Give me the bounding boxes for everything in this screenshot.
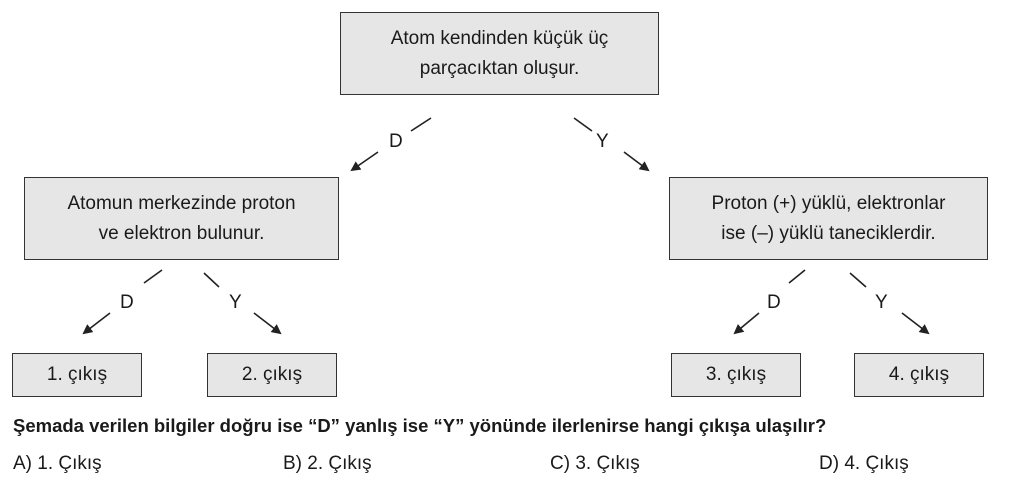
edge-right-exit4-arrow xyxy=(901,312,930,335)
edge-label-y-left-exit2: Y xyxy=(229,292,242,313)
edge-right-exit3-tail xyxy=(788,269,806,284)
question-text: Şemada verilen bilgiler doğru ise “D” ya… xyxy=(13,415,827,436)
exit-2-box: 2. çıkış xyxy=(207,353,337,397)
edge-root-left-tail xyxy=(410,117,432,132)
edge-left-exit1-arrow xyxy=(82,312,111,335)
edge-right-exit3-arrow xyxy=(733,312,760,335)
edge-label-y-right-exit4: Y xyxy=(875,292,888,313)
edge-right-exit4-tail xyxy=(849,272,867,288)
left-node-line2: ve elektron bulunur. xyxy=(98,222,265,244)
left-node: Atomun merkezinde proton ve elektron bulu… xyxy=(24,177,339,260)
option-c: C) 3. Çıkış xyxy=(550,453,640,474)
root-node: Atom kendinden küçük üç parçacıktan oluşu… xyxy=(340,12,659,95)
edge-root-left-arrow xyxy=(350,151,379,172)
option-b: B) 2. Çıkış xyxy=(283,453,372,474)
edge-left-exit2-tail xyxy=(203,272,220,288)
exit-2-label: 2. çıkış xyxy=(241,364,303,385)
edge-left-exit2-arrow xyxy=(253,312,282,335)
root-node-line2: parçacıktan oluşur. xyxy=(419,57,580,79)
root-node-line1: Atom kendinden küçük üç xyxy=(390,27,609,49)
right-node-line2: ise (–) yüklü taneciklerdir. xyxy=(721,222,936,244)
right-node: Proton (+) yüklü, elektronlar ise (–) yük… xyxy=(669,177,988,260)
right-node-line1: Proton (+) yüklü, elektronlar xyxy=(711,192,946,214)
edge-label-d-root-left: D xyxy=(389,131,403,152)
edge-label-y-root-right: Y xyxy=(596,131,609,152)
option-a: A) 1. Çıkış xyxy=(13,453,102,474)
edge-label-d-right-exit3: D xyxy=(767,292,781,313)
edge-left-exit1-tail xyxy=(143,269,163,284)
exit-1-label: 1. çıkış xyxy=(46,364,108,385)
edge-root-right-arrow xyxy=(623,151,650,172)
exit-3-label: 3. çıkış xyxy=(705,364,767,385)
exit-4-box: 4. çıkış xyxy=(854,353,984,397)
option-d: D) 4. Çıkış xyxy=(819,453,909,474)
left-node-line1: Atomun merkezinde proton xyxy=(67,192,296,214)
edge-label-d-left-exit1: D xyxy=(120,292,134,313)
edge-root-right-tail xyxy=(573,117,593,132)
exit-4-label: 4. çıkış xyxy=(888,364,950,385)
exit-3-box: 3. çıkış xyxy=(671,353,801,397)
exit-1-box: 1. çıkış xyxy=(12,353,142,397)
